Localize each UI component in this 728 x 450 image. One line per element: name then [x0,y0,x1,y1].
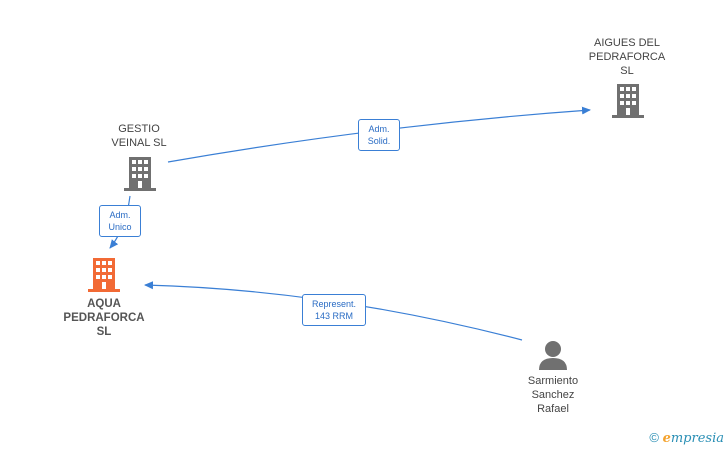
node-label-aqua[interactable]: AQUA PEDRAFORCA SL [63,298,145,338]
building-icon[interactable] [88,258,120,292]
node-label-person[interactable]: Sarmiento Sanchez Rafael [527,375,579,415]
node-label-gestio[interactable]: GESTIO VEINAL SL [111,123,167,149]
edge-label-adm-unico[interactable]: Adm. Unico [99,205,141,237]
building-icon[interactable] [612,84,644,118]
building-icon[interactable] [124,157,156,191]
node-label-aigues[interactable]: AIGUES DEL PEDRAFORCA SL [588,37,666,77]
edge-label-represent[interactable]: Represent. 143 RRM [302,294,366,326]
brand-logo: empresia [662,431,724,446]
person-icon[interactable] [537,340,569,370]
copyright-icon: © [649,430,659,445]
brand-footer: © empresia [649,430,724,446]
edge-label-adm-solid[interactable]: Adm. Solid. [358,119,400,151]
